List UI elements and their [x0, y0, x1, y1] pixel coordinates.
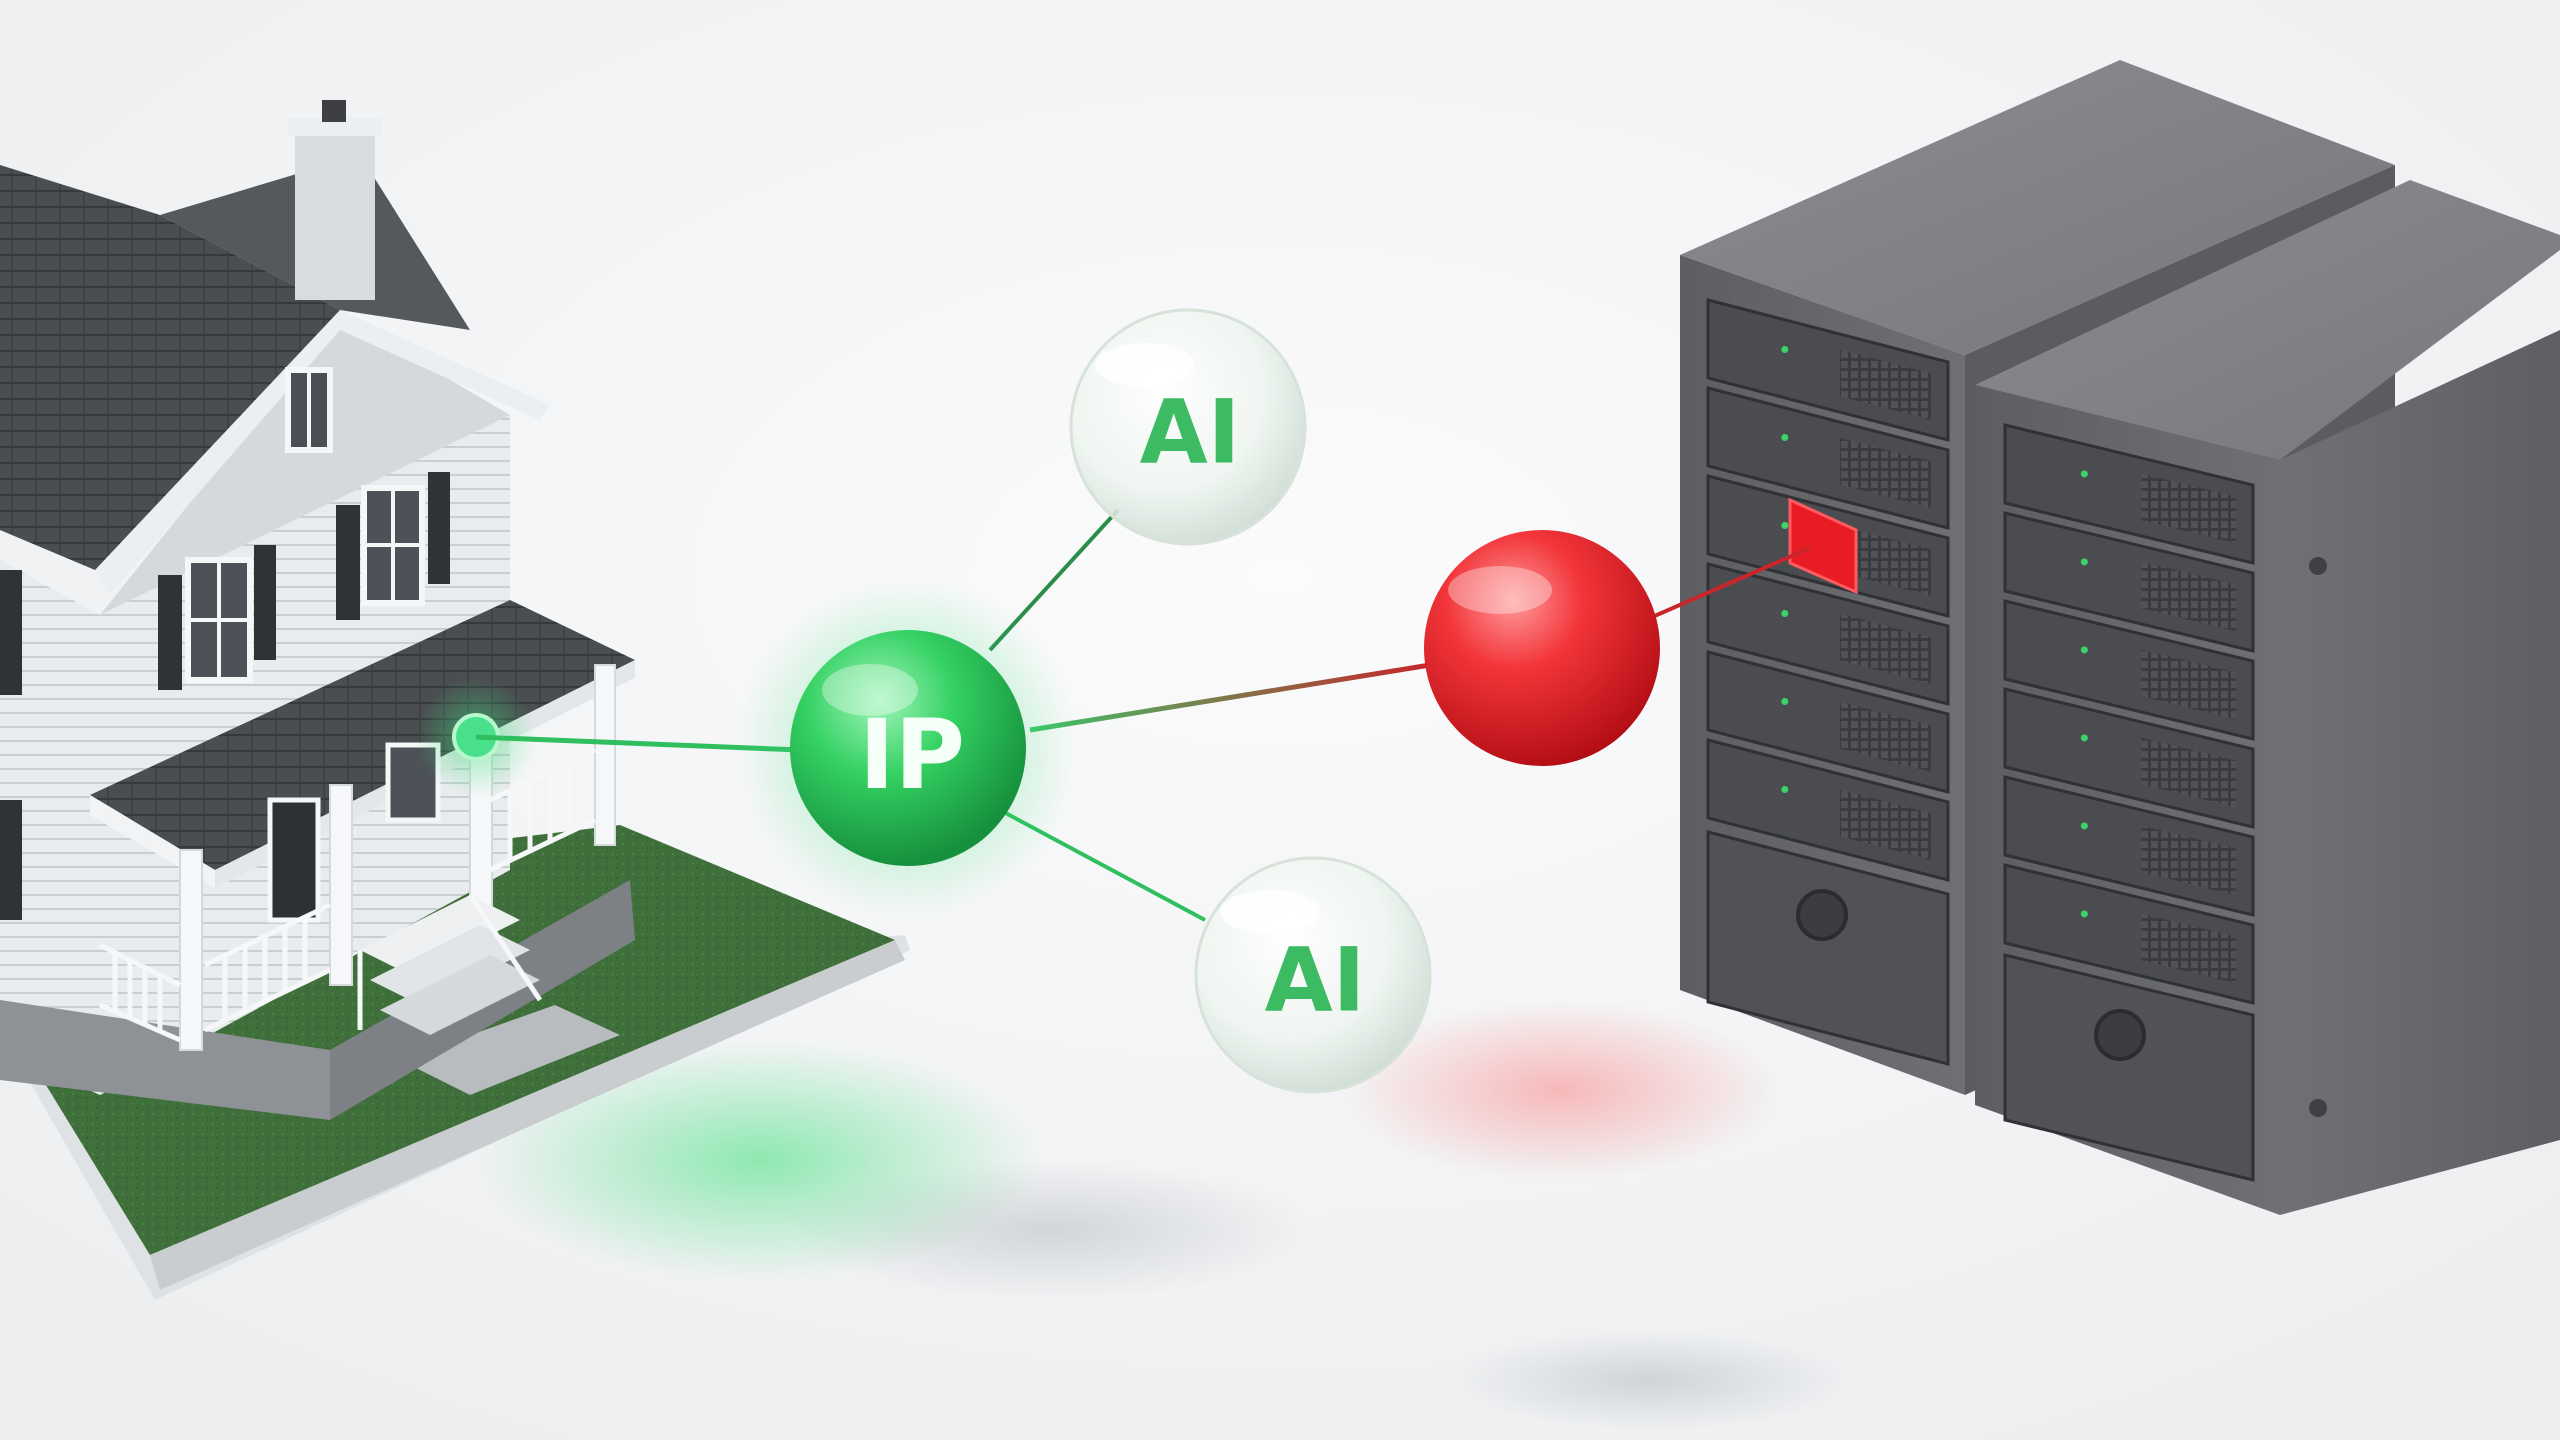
porch-railing-right — [488, 747, 597, 873]
rack-right-drive-unit — [2003, 599, 2255, 741]
rack-right-drive-unit — [2003, 423, 2255, 565]
ai-node-bottom-highlight — [1220, 890, 1320, 934]
rack-left-power-button — [1796, 889, 1848, 941]
ip-node-highlight — [822, 664, 918, 716]
rack-right-top — [1975, 180, 2560, 460]
rack-left-top — [1680, 60, 2395, 355]
front-shutter — [0, 570, 22, 695]
upper-window-left — [158, 545, 276, 690]
rack-left-drive-unit — [1706, 738, 1950, 882]
gable-face — [100, 315, 510, 615]
upper-window-right — [336, 472, 450, 620]
blocked-node — [1424, 530, 1660, 766]
rack-left-lower-bay — [1706, 830, 1950, 1066]
house-front-wall — [0, 560, 100, 1095]
rack-right-screw-bottom — [2309, 1099, 2327, 1117]
blocked-node-highlight — [1448, 566, 1552, 614]
blocked-node-sphere — [1424, 530, 1660, 766]
rack-right-drive-unit — [2003, 687, 2255, 829]
server-alert-drive — [1788, 497, 1858, 595]
rack-right-side — [2280, 330, 2560, 1215]
rack-left-drive-unit — [1706, 562, 1950, 706]
lawn-rim — [150, 940, 905, 1290]
chimney — [295, 130, 375, 300]
red-glow-floor — [1340, 1000, 1780, 1180]
front-door — [267, 797, 321, 923]
ai-node-top-label: AI — [1140, 381, 1241, 484]
ai-node-top-highlight — [1095, 343, 1195, 387]
porch-railing-left — [98, 942, 182, 1043]
porch-steps — [357, 893, 543, 1035]
green-glow-floor — [480, 1040, 1040, 1280]
porch-railing-front — [203, 902, 332, 1033]
porch-column-2 — [329, 784, 353, 986]
walkway — [400, 1005, 620, 1095]
porch-column-4 — [594, 664, 616, 846]
side-shutter-lower — [0, 800, 22, 920]
chimney-pipe — [322, 100, 346, 122]
rack-right-drive-unit — [2003, 863, 2255, 1005]
ip-node: IP — [738, 578, 1078, 918]
line-blocked-to-server — [1649, 546, 1811, 620]
ground-shadow-right — [1450, 1330, 1850, 1430]
ai-node-bottom: AI — [1194, 856, 1432, 1094]
line-ip-to-blocked — [1029, 662, 1431, 733]
ip-node-sphere — [790, 630, 1026, 866]
porch-column-1 — [179, 849, 203, 1051]
rack-right-power-button — [2094, 1009, 2146, 1061]
main-roof — [0, 165, 340, 570]
rack-left-drive-unit — [1706, 386, 1950, 530]
rack-right-units — [2003, 423, 2255, 1182]
ip-node-label: IP — [859, 699, 965, 811]
ai-node-bottom-label: AI — [1265, 929, 1366, 1032]
rack-left-drive-unit — [1706, 298, 1950, 442]
ai-node-top: AI — [1069, 308, 1307, 546]
porch-roof — [90, 600, 635, 870]
rack-right-lower-bay — [2003, 953, 2255, 1182]
house — [0, 100, 910, 1300]
rack-right-drive-unit — [2003, 775, 2255, 917]
house-foundation — [0, 1000, 330, 1120]
rack-left-units — [1706, 298, 1950, 1066]
rack-right-drive-unit — [2003, 511, 2255, 653]
rack-right-screw-top — [2309, 557, 2327, 575]
rack-left-drive-unit — [1706, 650, 1950, 794]
chimney-cap — [288, 118, 382, 136]
